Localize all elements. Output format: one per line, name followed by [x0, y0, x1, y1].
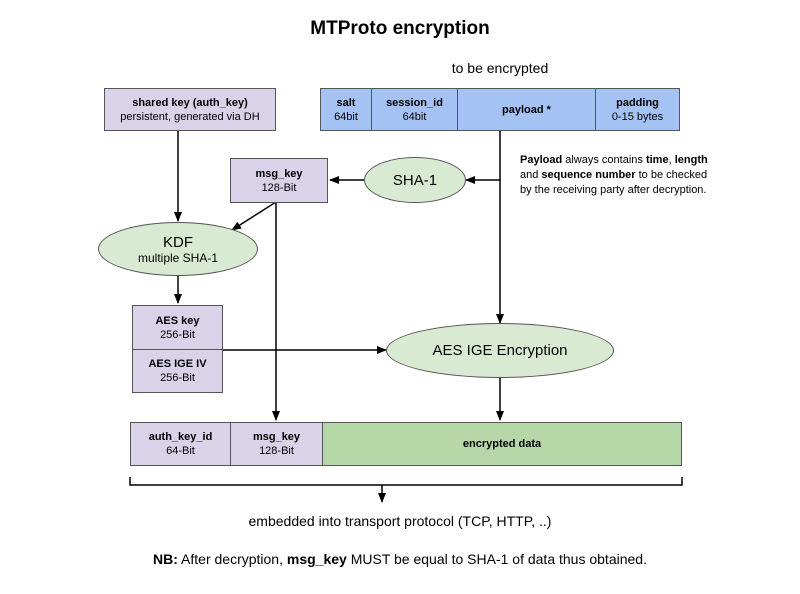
field-payload: payload *: [457, 88, 596, 131]
field-session-id: session_id 64bit: [371, 88, 458, 131]
note-time: time: [645, 154, 669, 166]
transport-caption: embedded into transport protocol (TCP, H…: [248, 513, 552, 529]
field-auth-key-id: auth_key_id 64-Bit: [130, 422, 231, 466]
aes-iv-box: AES IGE IV 256-Bit: [132, 349, 223, 393]
field-payload-name: payload *: [502, 103, 551, 116]
kdf-ellipse: KDF multiple SHA-1: [98, 222, 258, 276]
field-padding: padding 0-15 bytes: [595, 88, 680, 131]
shared-key-name: shared key (auth_key): [132, 96, 248, 109]
nb-text-1: After decryption,: [177, 551, 287, 567]
shared-key-box: shared key (auth_key) persistent, genera…: [104, 88, 276, 131]
payload-note: Payload always contains time, length and…: [520, 153, 720, 198]
field-session-id-size: 64bit: [402, 110, 427, 123]
field-encrypted-data: encrypted data: [322, 422, 682, 466]
aes-iv-size: 256-Bit: [160, 372, 195, 384]
msg-key-box: msg_key 128-Bit: [230, 158, 328, 203]
field-padding-size: 0-15 bytes: [611, 110, 664, 123]
note-sequence-number: sequence number: [541, 169, 636, 181]
nb-label: NB:: [153, 551, 178, 567]
note-text-4: to be checked by the receiving party aft…: [520, 169, 708, 196]
field-auth-key-id-name: auth_key_id: [148, 431, 213, 443]
msg-key-name: msg_key: [255, 167, 303, 180]
field-msg-key-bottom: msg_key 128-Bit: [230, 422, 323, 466]
kdf-sub-label: multiple SHA-1: [137, 250, 219, 265]
arrow-msgkey-to-kdf: [231, 201, 277, 231]
nb-text-2: MUST be equal to SHA-1 of data thus obta…: [346, 551, 647, 567]
note-text-2: ,: [668, 154, 675, 166]
field-auth-key-id-size: 64-Bit: [166, 445, 195, 457]
field-msg-key-bottom-size: 128-Bit: [259, 445, 294, 457]
aes-key-name: AES key: [155, 314, 200, 327]
field-encrypted-data-name: encrypted data: [462, 438, 542, 450]
aes-encryption-ellipse: AES IGE Encryption: [386, 323, 614, 378]
aes-key-size: 256-Bit: [160, 328, 195, 341]
msg-key-size: 128-Bit: [261, 181, 297, 194]
aes-key-box: AES key 256-Bit: [132, 305, 223, 350]
diagram-title: MTProto encryption: [310, 18, 490, 39]
aes-iv-name: AES IGE IV: [148, 358, 207, 370]
nb-msg-key: msg_key: [286, 551, 347, 567]
field-session-id-name: session_id: [386, 96, 443, 109]
sha1-label: SHA-1: [392, 171, 438, 189]
shared-key-desc: persistent, generated via DH: [120, 110, 260, 123]
note-text-3: and: [520, 169, 542, 181]
sha1-ellipse: SHA-1: [364, 157, 466, 203]
to-be-encrypted-label: to be encrypted: [451, 60, 549, 76]
field-salt-size: 64bit: [334, 110, 358, 123]
bottom-bracket: [129, 477, 683, 486]
nb-note: NB: After decryption, msg_key MUST be eq…: [60, 551, 740, 567]
kdf-label: KDF: [163, 233, 193, 251]
field-salt: salt 64bit: [320, 88, 372, 131]
field-padding-name: padding: [616, 96, 659, 109]
field-salt-name: salt: [336, 96, 356, 109]
field-msg-key-bottom-name: msg_key: [252, 431, 301, 443]
note-length: length: [674, 154, 708, 166]
note-text-1: always contains: [562, 154, 646, 166]
note-payload: Payload: [520, 154, 563, 166]
aes-encryption-label: AES IGE Encryption: [432, 342, 568, 359]
